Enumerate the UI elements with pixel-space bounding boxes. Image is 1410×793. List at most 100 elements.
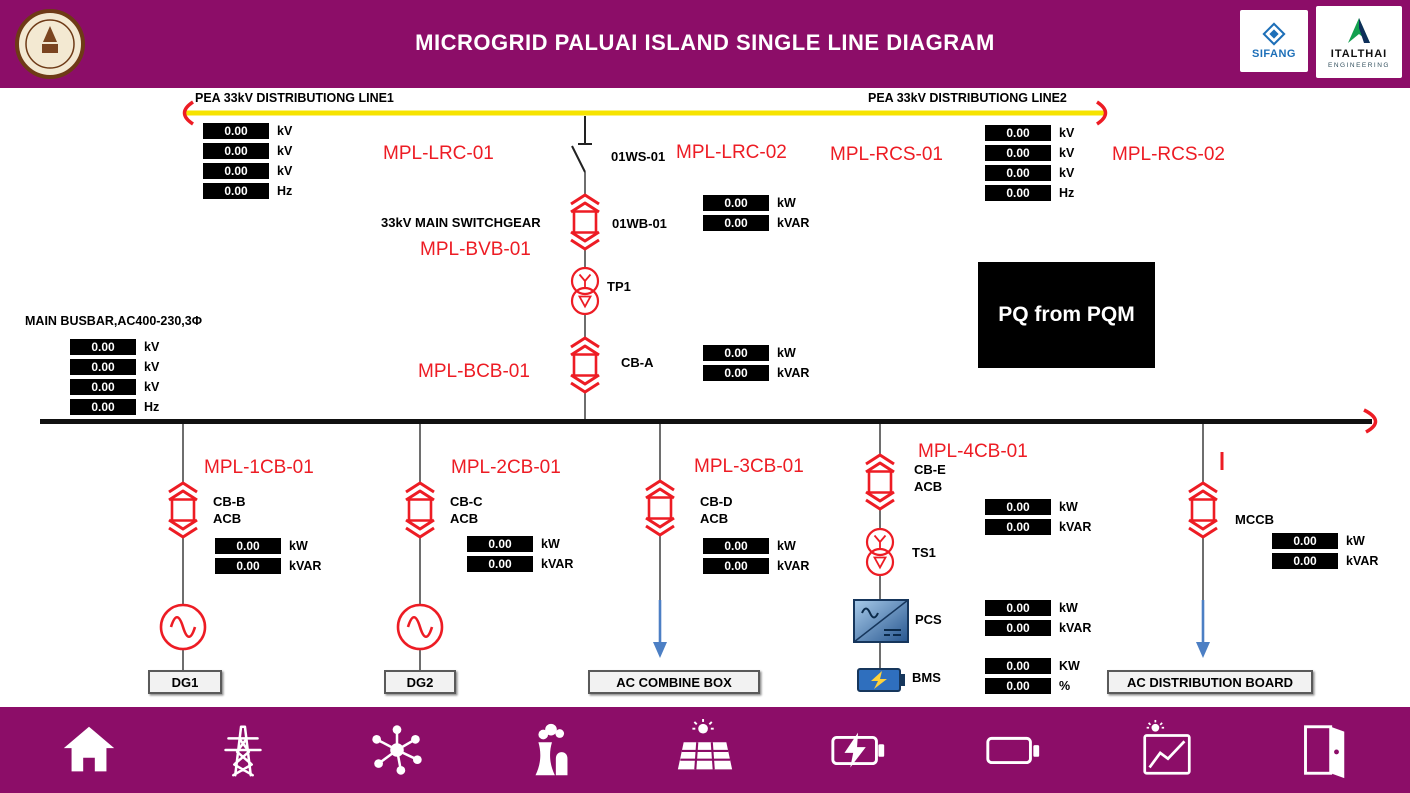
label-mpl-1cb-01: MPL-1CB-01 xyxy=(204,457,314,478)
power-plant-icon xyxy=(535,723,568,776)
label-cb-d: CB-D xyxy=(700,494,733,509)
label-mpl-2cb-01: MPL-2CB-01 xyxy=(451,457,561,478)
meter-value: 0.00 xyxy=(703,345,769,361)
bms-battery[interactable] xyxy=(857,668,905,692)
meter-value: 0.00 xyxy=(985,499,1051,515)
dg2-box: DG2 xyxy=(384,670,456,694)
sifang-logo: SIFANG xyxy=(1240,10,1308,72)
italthai-logo-subtext: ENGINEERING xyxy=(1327,61,1390,69)
nav-battery[interactable] xyxy=(977,714,1049,786)
meter-value: 0.00 xyxy=(703,195,769,211)
pea-line2-label: PEA 33kV DISTRIBUTIONG LINE2 xyxy=(868,91,1067,105)
nav-transmission[interactable] xyxy=(207,714,279,786)
nav-exit[interactable] xyxy=(1285,714,1357,786)
meter-row: 0.00 KW xyxy=(985,658,1080,674)
label-mpl-rcs-02: MPL-RCS-02 xyxy=(1112,144,1225,165)
breaker-cb-d[interactable] xyxy=(644,479,676,537)
pcs-inverter[interactable] xyxy=(853,599,909,643)
meter-value: 0.00 xyxy=(203,183,269,199)
italthai-logo: ITALTHAI ENGINEERING xyxy=(1316,6,1402,78)
meter-value: 0.00 xyxy=(70,359,136,375)
main-ac-busbar xyxy=(40,419,1372,424)
exit-door-icon xyxy=(1304,725,1345,779)
breaker-cb-b[interactable] xyxy=(167,481,199,539)
meter-unit: kV xyxy=(277,144,293,158)
meter-value: 0.00 xyxy=(985,678,1051,694)
meter-value: 0.00 xyxy=(203,123,269,139)
meter-value: 0.00 xyxy=(1272,533,1338,549)
label-mpl-3cb-01: MPL-3CB-01 xyxy=(694,456,804,477)
meter-unit: kV xyxy=(144,360,160,374)
meter-value: 0.00 xyxy=(1272,553,1338,569)
meter-unit: KW xyxy=(1059,659,1080,673)
nav-battery-charging[interactable] xyxy=(823,714,895,786)
meter-value: 0.00 xyxy=(703,215,769,231)
dg1-box: DG1 xyxy=(148,670,222,694)
nav-solar-forecast[interactable] xyxy=(1131,714,1203,786)
meter-value: 0.00 xyxy=(985,145,1051,161)
meter-value: 0.00 xyxy=(985,658,1051,674)
meter-value: 0.00 xyxy=(985,620,1051,636)
meter-unit: kVAR xyxy=(1059,520,1092,534)
meter-unit: kVAR xyxy=(289,559,322,573)
meter-value: 0.00 xyxy=(467,556,533,572)
connector-lines xyxy=(182,172,1204,670)
nav-network[interactable] xyxy=(361,714,433,786)
breaker-mccb[interactable] xyxy=(1187,481,1219,539)
meter-unit: kW xyxy=(777,346,796,360)
breaker-01wb-01[interactable] xyxy=(569,193,601,251)
bus-end-marks xyxy=(182,100,1378,470)
meter-row: 0.00 kV xyxy=(70,359,159,375)
meter-unit: kW xyxy=(1059,601,1078,615)
breaker-cb-e[interactable] xyxy=(864,453,896,511)
battery-icon xyxy=(986,736,1040,765)
meter-group-bms: 0.00 KW 0.00% xyxy=(985,658,1080,694)
label-mpl-lrc-02: MPL-LRC-02 xyxy=(676,142,787,163)
nav-power-plant[interactable] xyxy=(515,714,587,786)
breaker-cb-a[interactable] xyxy=(569,336,601,394)
meter-unit: kV xyxy=(144,380,160,394)
label-main-busbar: MAIN BUSBAR,AC400-230,3Φ xyxy=(25,314,202,328)
label-mpl-4cb-01: MPL-4CB-01 xyxy=(918,441,1028,462)
italthai-logo-text: ITALTHAI xyxy=(1330,47,1388,60)
nav-solar[interactable] xyxy=(669,714,741,786)
feeder-arrow-ac-distribution xyxy=(1194,598,1212,660)
label-switchgear: 33kV MAIN SWITCHGEAR xyxy=(381,215,541,230)
breaker-cb-c[interactable] xyxy=(404,481,436,539)
generator-dg1 xyxy=(159,603,207,651)
feeder-arrow-ac-combine xyxy=(651,598,669,660)
sifang-diamond-icon xyxy=(1262,22,1286,46)
meter-row: 0.00 kVAR xyxy=(467,556,573,572)
meter-unit: kV xyxy=(144,340,160,354)
generator-dg2 xyxy=(396,603,444,651)
label-mpl-lrc-01: MPL-LRC-01 xyxy=(383,143,494,164)
label-01wb-01: 01WB-01 xyxy=(612,216,667,231)
transformer-tp1 xyxy=(570,266,600,316)
meter-value: 0.00 xyxy=(985,185,1051,201)
page-title: MICROGRID PALUAI ISLAND SINGLE LINE DIAG… xyxy=(415,30,995,55)
pea-line1-label: PEA 33kV DISTRIBUTIONG LINE1 xyxy=(195,91,394,105)
transformer-ts1 xyxy=(865,527,895,577)
label-tp1: TP1 xyxy=(607,279,631,294)
seal-icon xyxy=(15,9,85,79)
disconnector-01ws-01[interactable] xyxy=(571,116,592,173)
meter-unit: kVAR xyxy=(541,557,574,571)
label-cb-e-acb: ACB xyxy=(914,479,943,494)
label-cb-c: CB-C xyxy=(450,494,483,509)
solar-chart-icon xyxy=(1143,719,1191,775)
nav-home[interactable] xyxy=(53,714,125,786)
italthai-mark-icon xyxy=(1348,17,1370,43)
meter-row: 0.00% xyxy=(985,678,1080,694)
